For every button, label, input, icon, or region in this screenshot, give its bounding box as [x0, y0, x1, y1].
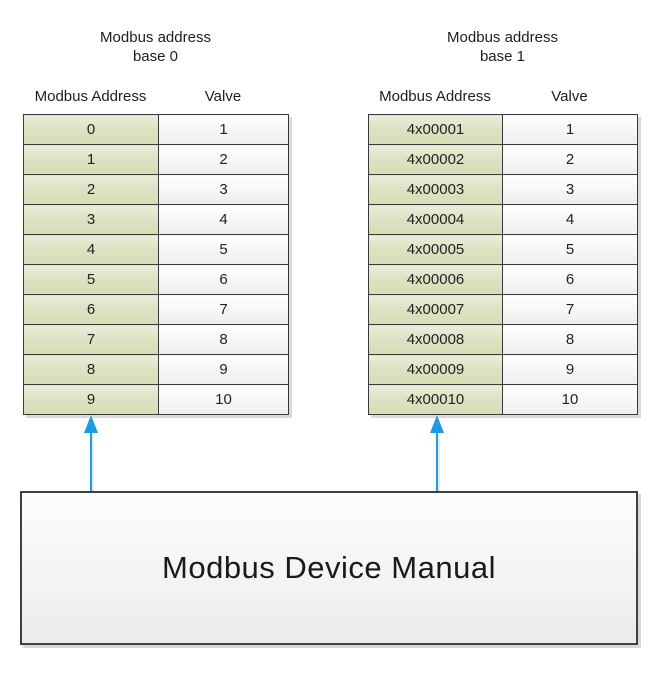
valve-cell: 4 [502, 204, 638, 235]
arrow-up-icon [84, 415, 98, 433]
address-cell: 4x00006 [368, 264, 503, 295]
base1-address-header: Modbus Address [379, 88, 491, 105]
base0-column-headers: Modbus Address Valve [23, 88, 288, 106]
valve-cell: 2 [158, 144, 289, 175]
valve-cell: 3 [158, 174, 289, 205]
modbus-device-manual-box: Modbus Device Manual [20, 491, 638, 645]
address-cell: 7 [23, 324, 159, 355]
valve-cell: 8 [158, 324, 289, 355]
base0-title-line2: base 0 [132, 48, 179, 65]
base1-title: Modbus address base 1 [368, 28, 637, 68]
base0-valve-header: Valve [204, 88, 242, 105]
valve-cell: 7 [158, 294, 289, 325]
address-cell: 4x00008 [368, 324, 503, 355]
address-cell: 8 [23, 354, 159, 385]
base1-title-line1: Modbus address [447, 29, 558, 46]
modbus-base1-group: Modbus address base 1 Modbus Address Val… [368, 28, 638, 415]
address-cell: 1 [23, 144, 159, 175]
base1-column-headers: Modbus Address Valve [368, 88, 637, 106]
valve-cell: 1 [158, 114, 289, 145]
base0-title: Modbus address base 0 [23, 28, 288, 68]
address-cell: 4x00007 [368, 294, 503, 325]
valve-cell: 10 [158, 384, 289, 415]
valve-cell: 8 [502, 324, 638, 355]
address-cell: 4 [23, 234, 159, 265]
address-cell: 4x00010 [368, 384, 503, 415]
base1-valve-header: Valve [551, 88, 588, 105]
valve-cell: 1 [502, 114, 638, 145]
address-cell: 4x00005 [368, 234, 503, 265]
manual-box-label: Modbus Device Manual [162, 550, 496, 585]
valve-cell: 6 [158, 264, 289, 295]
arrow-stem [90, 433, 92, 491]
address-cell: 4x00001 [368, 114, 503, 145]
base1-title-line2: base 1 [479, 48, 526, 65]
address-cell: 0 [23, 114, 159, 145]
arrow-stem [436, 433, 438, 491]
valve-cell: 5 [502, 234, 638, 265]
address-cell: 4x00009 [368, 354, 503, 385]
address-cell: 6 [23, 294, 159, 325]
connector-arrow-left [84, 415, 98, 491]
valve-cell: 10 [502, 384, 638, 415]
connector-arrow-right [430, 415, 444, 491]
address-cell: 4x00003 [368, 174, 503, 205]
modbus-base0-group: Modbus address base 0 Modbus Address Val… [23, 28, 289, 415]
address-cell: 4x00004 [368, 204, 503, 235]
base0-title-line1: Modbus address [100, 29, 211, 46]
valve-cell: 7 [502, 294, 638, 325]
valve-cell: 4 [158, 204, 289, 235]
address-cell: 9 [23, 384, 159, 415]
base0-address-header: Modbus Address [34, 88, 147, 105]
valve-cell: 3 [502, 174, 638, 205]
address-cell: 5 [23, 264, 159, 295]
valve-cell: 9 [502, 354, 638, 385]
valve-cell: 6 [502, 264, 638, 295]
valve-cell: 9 [158, 354, 289, 385]
arrow-up-icon [430, 415, 444, 433]
valve-cell: 5 [158, 234, 289, 265]
address-cell: 2 [23, 174, 159, 205]
address-cell: 3 [23, 204, 159, 235]
address-cell: 4x00002 [368, 144, 503, 175]
valve-cell: 2 [502, 144, 638, 175]
